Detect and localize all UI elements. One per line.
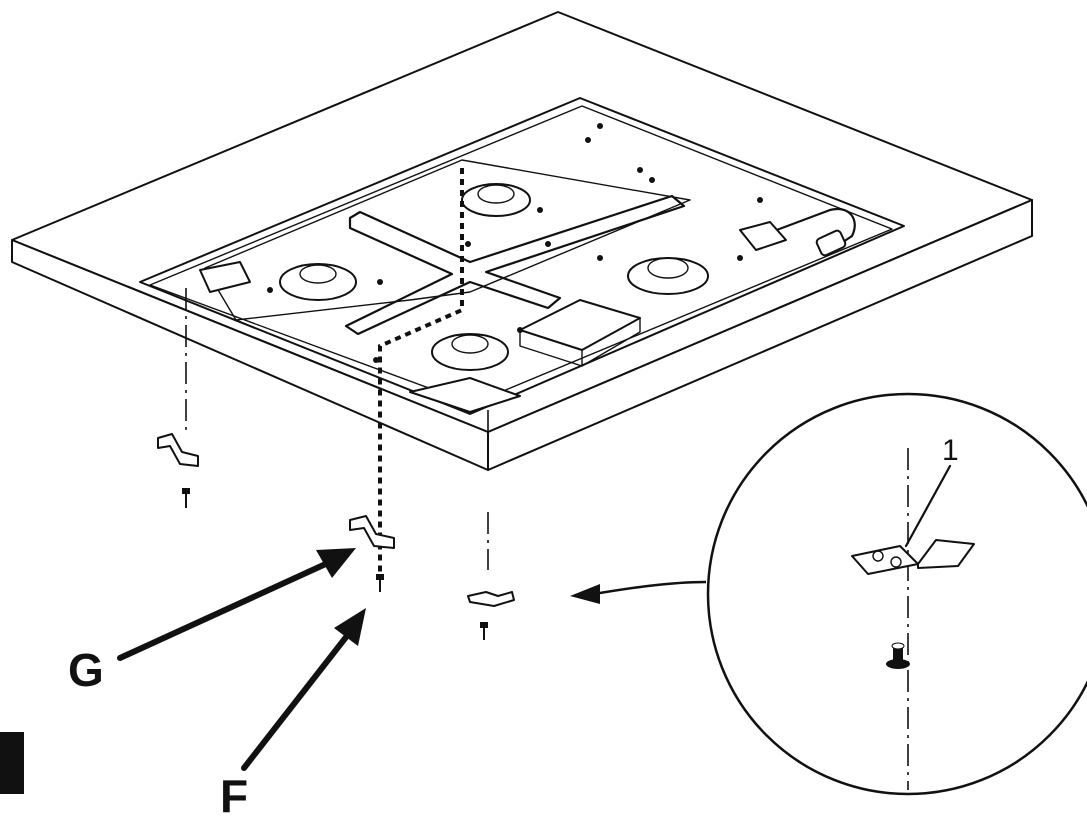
hob-panel	[204, 159, 691, 321]
detail-circle	[706, 392, 1087, 796]
callout-1: 1	[942, 434, 959, 467]
fixing-bracket-g	[349, 515, 395, 549]
arrow-to-bracket-g	[117, 548, 356, 661]
callout-line-1	[904, 464, 952, 548]
bracket-slot	[199, 261, 251, 293]
fixing-screw	[480, 622, 488, 640]
burner-housing	[461, 183, 531, 217]
fixing-bracket	[467, 591, 515, 607]
burner-housing	[279, 263, 357, 301]
detail-screw	[886, 642, 910, 669]
cross-brace	[344, 194, 686, 336]
support-block-side	[519, 317, 641, 367]
detail-pointer-arrow	[570, 580, 707, 604]
burner-housing	[627, 257, 709, 295]
fixing-screw-f	[376, 574, 384, 592]
fixing-holes	[267, 123, 763, 363]
arrow-to-screw-f	[241, 608, 366, 771]
page-tab-marker	[0, 732, 24, 794]
hob-tray-inner-rim	[149, 105, 893, 405]
fixing-screw	[182, 488, 190, 508]
label-g: G	[68, 644, 104, 696]
bracket-slot	[409, 377, 521, 413]
bracket-slot	[739, 221, 787, 251]
hob-tray	[139, 97, 905, 415]
gas-connector	[748, 207, 856, 257]
detail-view: 1	[706, 392, 1087, 796]
label-f: F	[220, 770, 248, 817]
hob-underside	[139, 97, 905, 415]
fixing-bracket	[157, 433, 199, 467]
detail-bracket	[851, 539, 975, 575]
burner-housing	[431, 333, 509, 371]
installation-path	[378, 168, 464, 580]
